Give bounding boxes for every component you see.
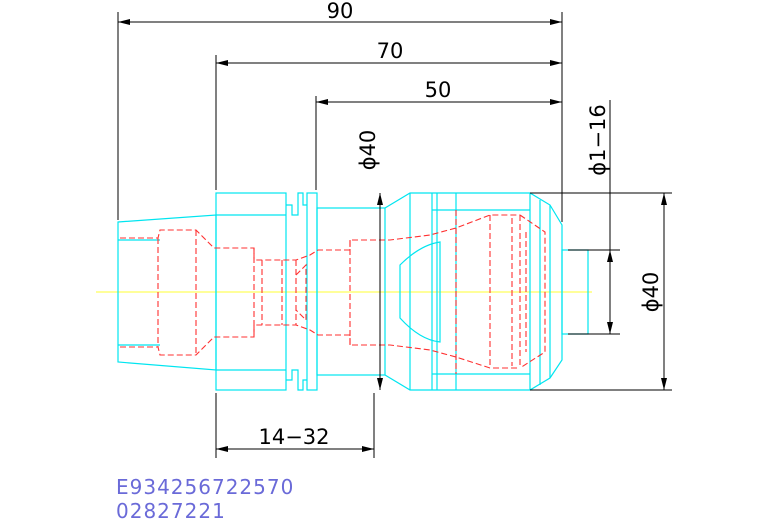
dim-bolt-range: 14−32 [258,425,329,449]
dim-collet-range: ϕ1−16 [586,104,610,176]
dim-nut-length: 50 [425,78,452,102]
dimension-lines [117,12,672,458]
part-code-line1: E934256722570 [116,475,294,499]
dim-nut-diameter: ϕ40 [639,272,663,313]
hidden-lines [120,210,546,374]
part-code-line2: 02827221 [116,499,226,523]
dim-flange-diameter: ϕ40 [356,130,380,171]
dim-overall-length: 90 [327,0,354,23]
part-outline [117,192,589,391]
dim-body-length: 70 [377,39,404,63]
